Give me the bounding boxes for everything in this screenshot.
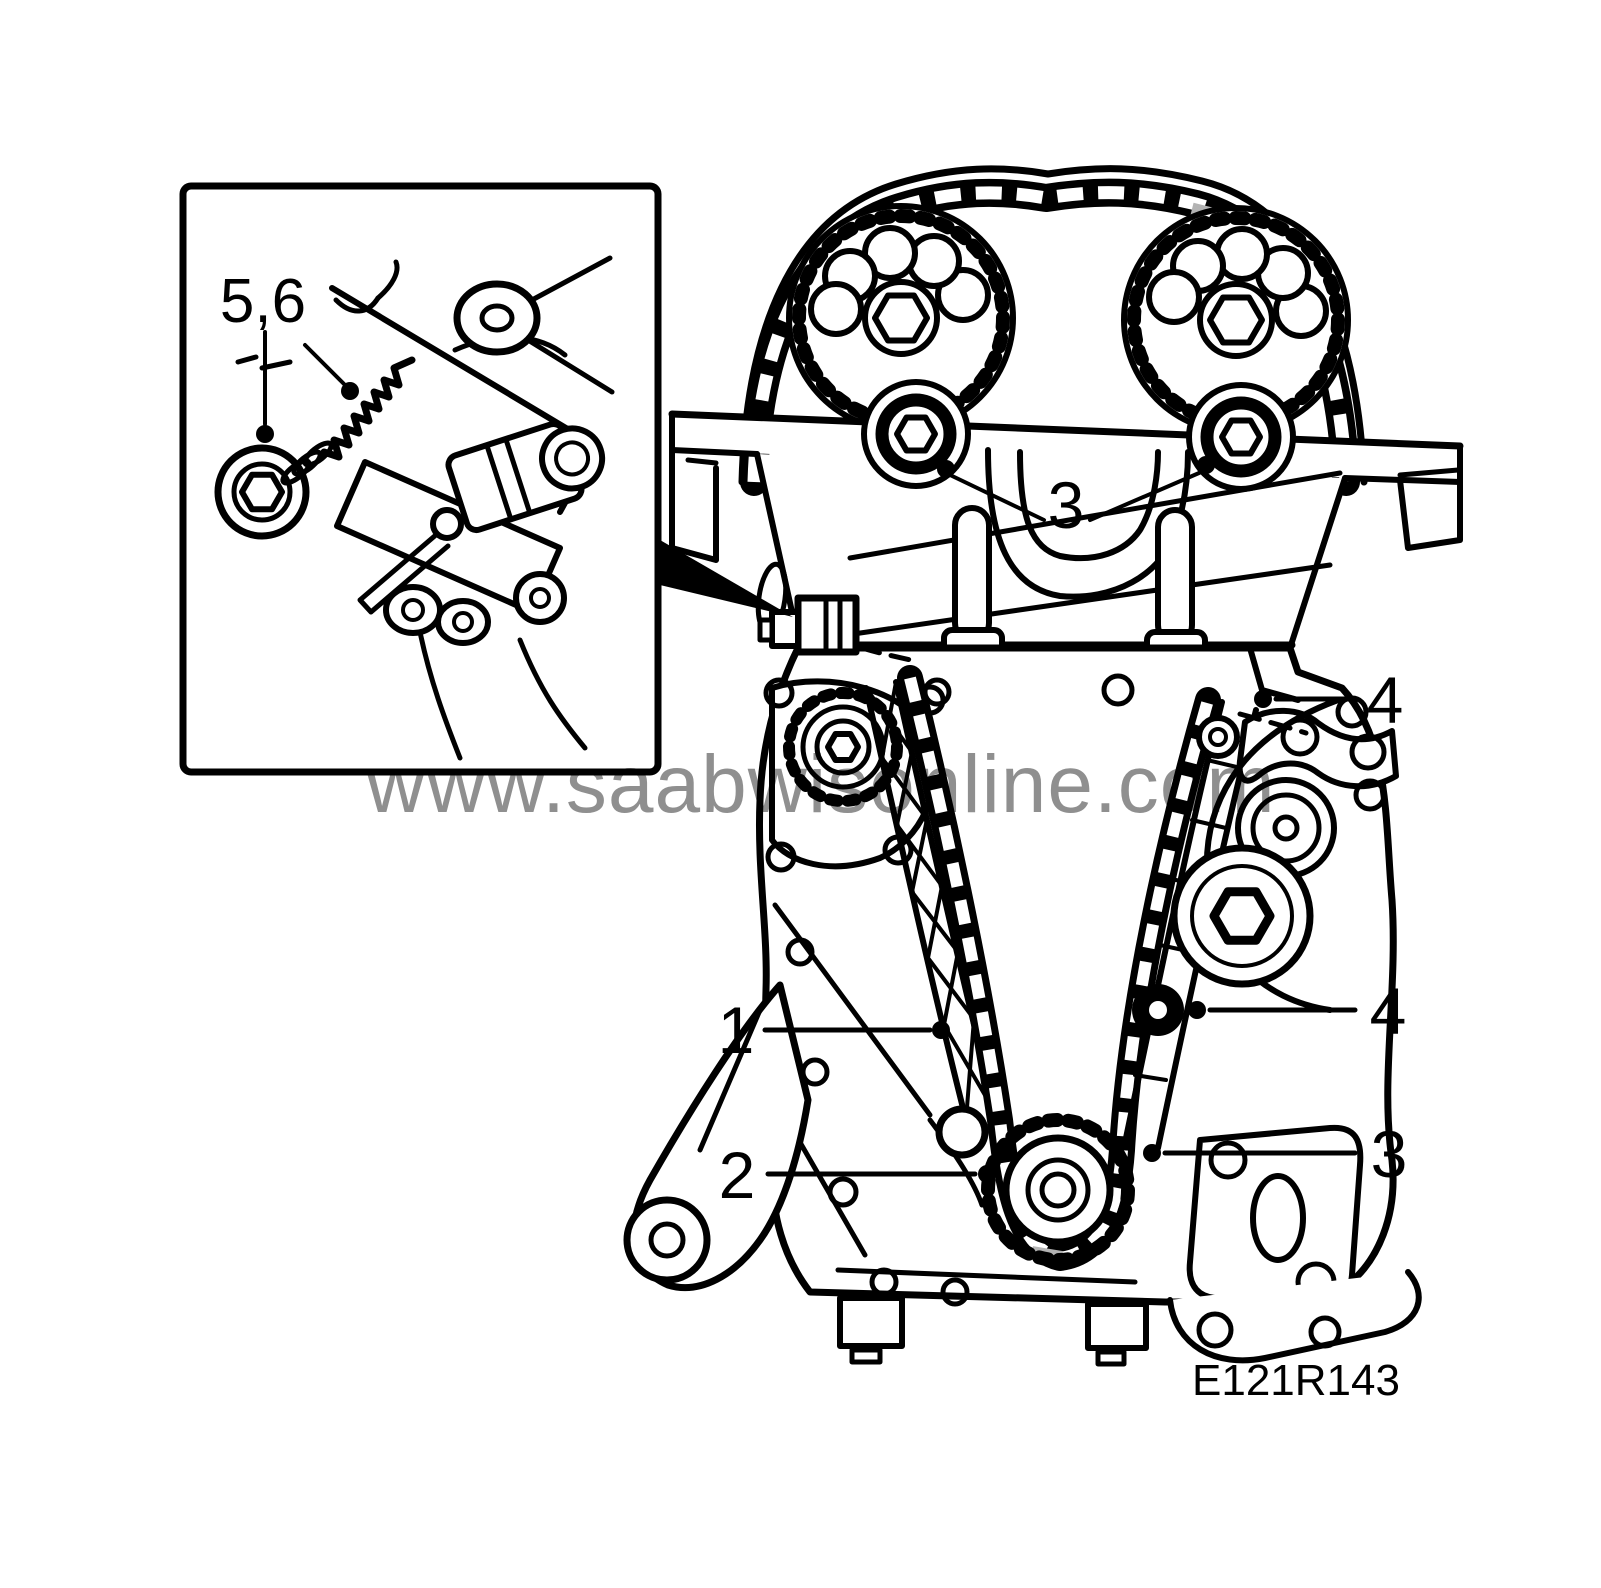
water-pump <box>1170 695 1387 1013</box>
inset-detail-box <box>179 182 662 776</box>
figure-code: E121R143 <box>1192 1356 1400 1405</box>
inset-callout <box>235 330 359 443</box>
engine-mount-arm <box>623 981 812 1292</box>
inset-spring <box>320 356 416 461</box>
exhaust-cam-sprocket <box>1121 205 1351 435</box>
callout-5-6: 5,6 <box>220 267 306 336</box>
inset-plug <box>214 440 334 540</box>
engine-drawing <box>623 165 1464 1367</box>
inset-pin <box>357 507 464 615</box>
inset-arrow <box>660 540 793 617</box>
inset-tensioner-body <box>445 420 606 534</box>
inset-link-arms <box>383 571 588 761</box>
cam-bolt-right <box>1186 382 1296 492</box>
callout-4-upper: 4 <box>1367 663 1404 737</box>
crankshaft-sprocket <box>981 1113 1135 1267</box>
callout-1: 1 <box>718 993 755 1067</box>
callout-3-top: 3 <box>1048 468 1085 542</box>
bottom-bracket <box>1167 1269 1422 1364</box>
callouts <box>762 456 1358 1183</box>
inset-washer <box>453 255 615 395</box>
oil-pan-feet <box>837 1295 1149 1367</box>
chain-tensioner-installed <box>757 594 923 665</box>
callout-3-right: 3 <box>1371 1117 1408 1191</box>
cam-bolt-left <box>861 379 971 489</box>
callout-4-lower: 4 <box>1370 974 1407 1048</box>
callout-2: 2 <box>719 1138 756 1212</box>
